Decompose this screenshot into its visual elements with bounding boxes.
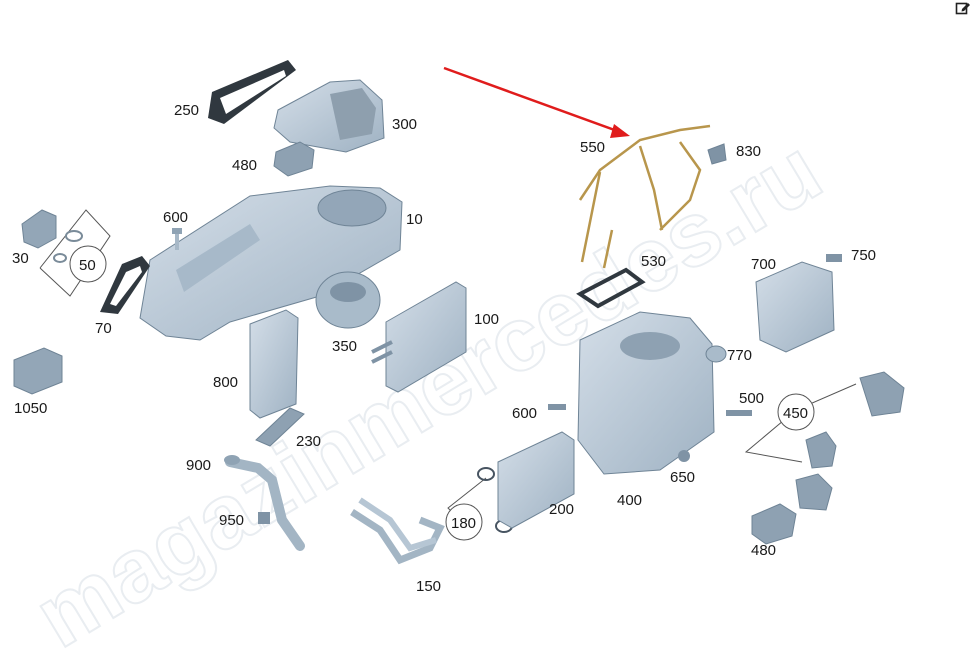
part-950-clip[interactable] (258, 512, 270, 524)
pointer-arrow (443, 66, 630, 138)
edit-glyph (955, 2, 970, 15)
callout-180: 180 (451, 515, 476, 532)
part-100-heater-core[interactable] (371, 281, 467, 393)
callout-400: 400 (617, 492, 642, 509)
callout-70: 70 (95, 320, 112, 337)
part-900-drain-hose[interactable] (224, 455, 305, 551)
callout-600-left: 600 (163, 209, 188, 226)
part-830-connector[interactable] (707, 143, 727, 165)
part-650-plug[interactable] (678, 450, 690, 462)
part-450-actuators[interactable] (744, 371, 905, 511)
callout-600-right: 600 (512, 405, 537, 422)
part-600-screw[interactable] (172, 228, 182, 250)
callout-10: 10 (406, 211, 423, 228)
part-200-evaporator[interactable] (497, 431, 575, 529)
callout-770: 770 (727, 347, 752, 364)
part-480-actuator[interactable] (273, 141, 315, 177)
callout-750: 750 (851, 247, 876, 264)
part-230-bracket[interactable] (255, 407, 305, 447)
part-600-screw-2[interactable] (548, 404, 566, 410)
part-180-o-rings (445, 467, 513, 541)
callout-200: 200 (549, 501, 574, 518)
callout-350: 350 (332, 338, 357, 355)
callout-100: 100 (474, 311, 499, 328)
callout-230: 230 (296, 433, 321, 450)
part-700-heater[interactable] (755, 261, 835, 353)
callout-950: 950 (219, 512, 244, 529)
part-530-seal[interactable] (576, 267, 646, 309)
callout-150: 150 (416, 578, 441, 595)
callout-500: 500 (739, 390, 764, 407)
callout-900: 900 (186, 457, 211, 474)
part-480-actuator-2[interactable] (751, 503, 797, 545)
part-350-blower-fan[interactable] (315, 271, 381, 329)
callout-450: 450 (783, 405, 808, 422)
part-300-filter-housing[interactable] (273, 79, 385, 153)
part-750-screw[interactable] (826, 254, 842, 262)
part-150-pipes[interactable] (350, 497, 445, 565)
callout-300: 300 (392, 116, 417, 133)
part-250-seal[interactable] (208, 60, 296, 124)
part-70-seal[interactable] (100, 256, 150, 314)
part-770-grommet[interactable] (705, 345, 727, 363)
callout-550: 550 (580, 139, 605, 156)
callout-250: 250 (174, 102, 199, 119)
part-10-air-duct-housing[interactable] (139, 185, 403, 341)
callout-650: 650 (670, 469, 695, 486)
callout-830: 830 (736, 143, 761, 160)
part-800-filter[interactable] (249, 309, 299, 419)
part-550-wiring-harness[interactable] (578, 124, 711, 269)
callout-480-bottom: 480 (751, 542, 776, 559)
part-30-sensor[interactable] (21, 209, 57, 249)
part-400-hvac-unit[interactable] (577, 311, 715, 475)
callout-50: 50 (79, 257, 96, 274)
callout-530: 530 (641, 253, 666, 270)
callout-30: 30 (12, 250, 29, 267)
callout-800: 800 (213, 374, 238, 391)
edit-icon[interactable] (955, 0, 973, 18)
callout-480-top: 480 (232, 157, 257, 174)
callout-700: 700 (751, 256, 776, 273)
callout-1050: 1050 (14, 400, 47, 417)
part-50-bracket (39, 209, 111, 297)
part-500-screw[interactable] (726, 410, 752, 416)
part-1050-control-unit[interactable] (13, 347, 63, 395)
